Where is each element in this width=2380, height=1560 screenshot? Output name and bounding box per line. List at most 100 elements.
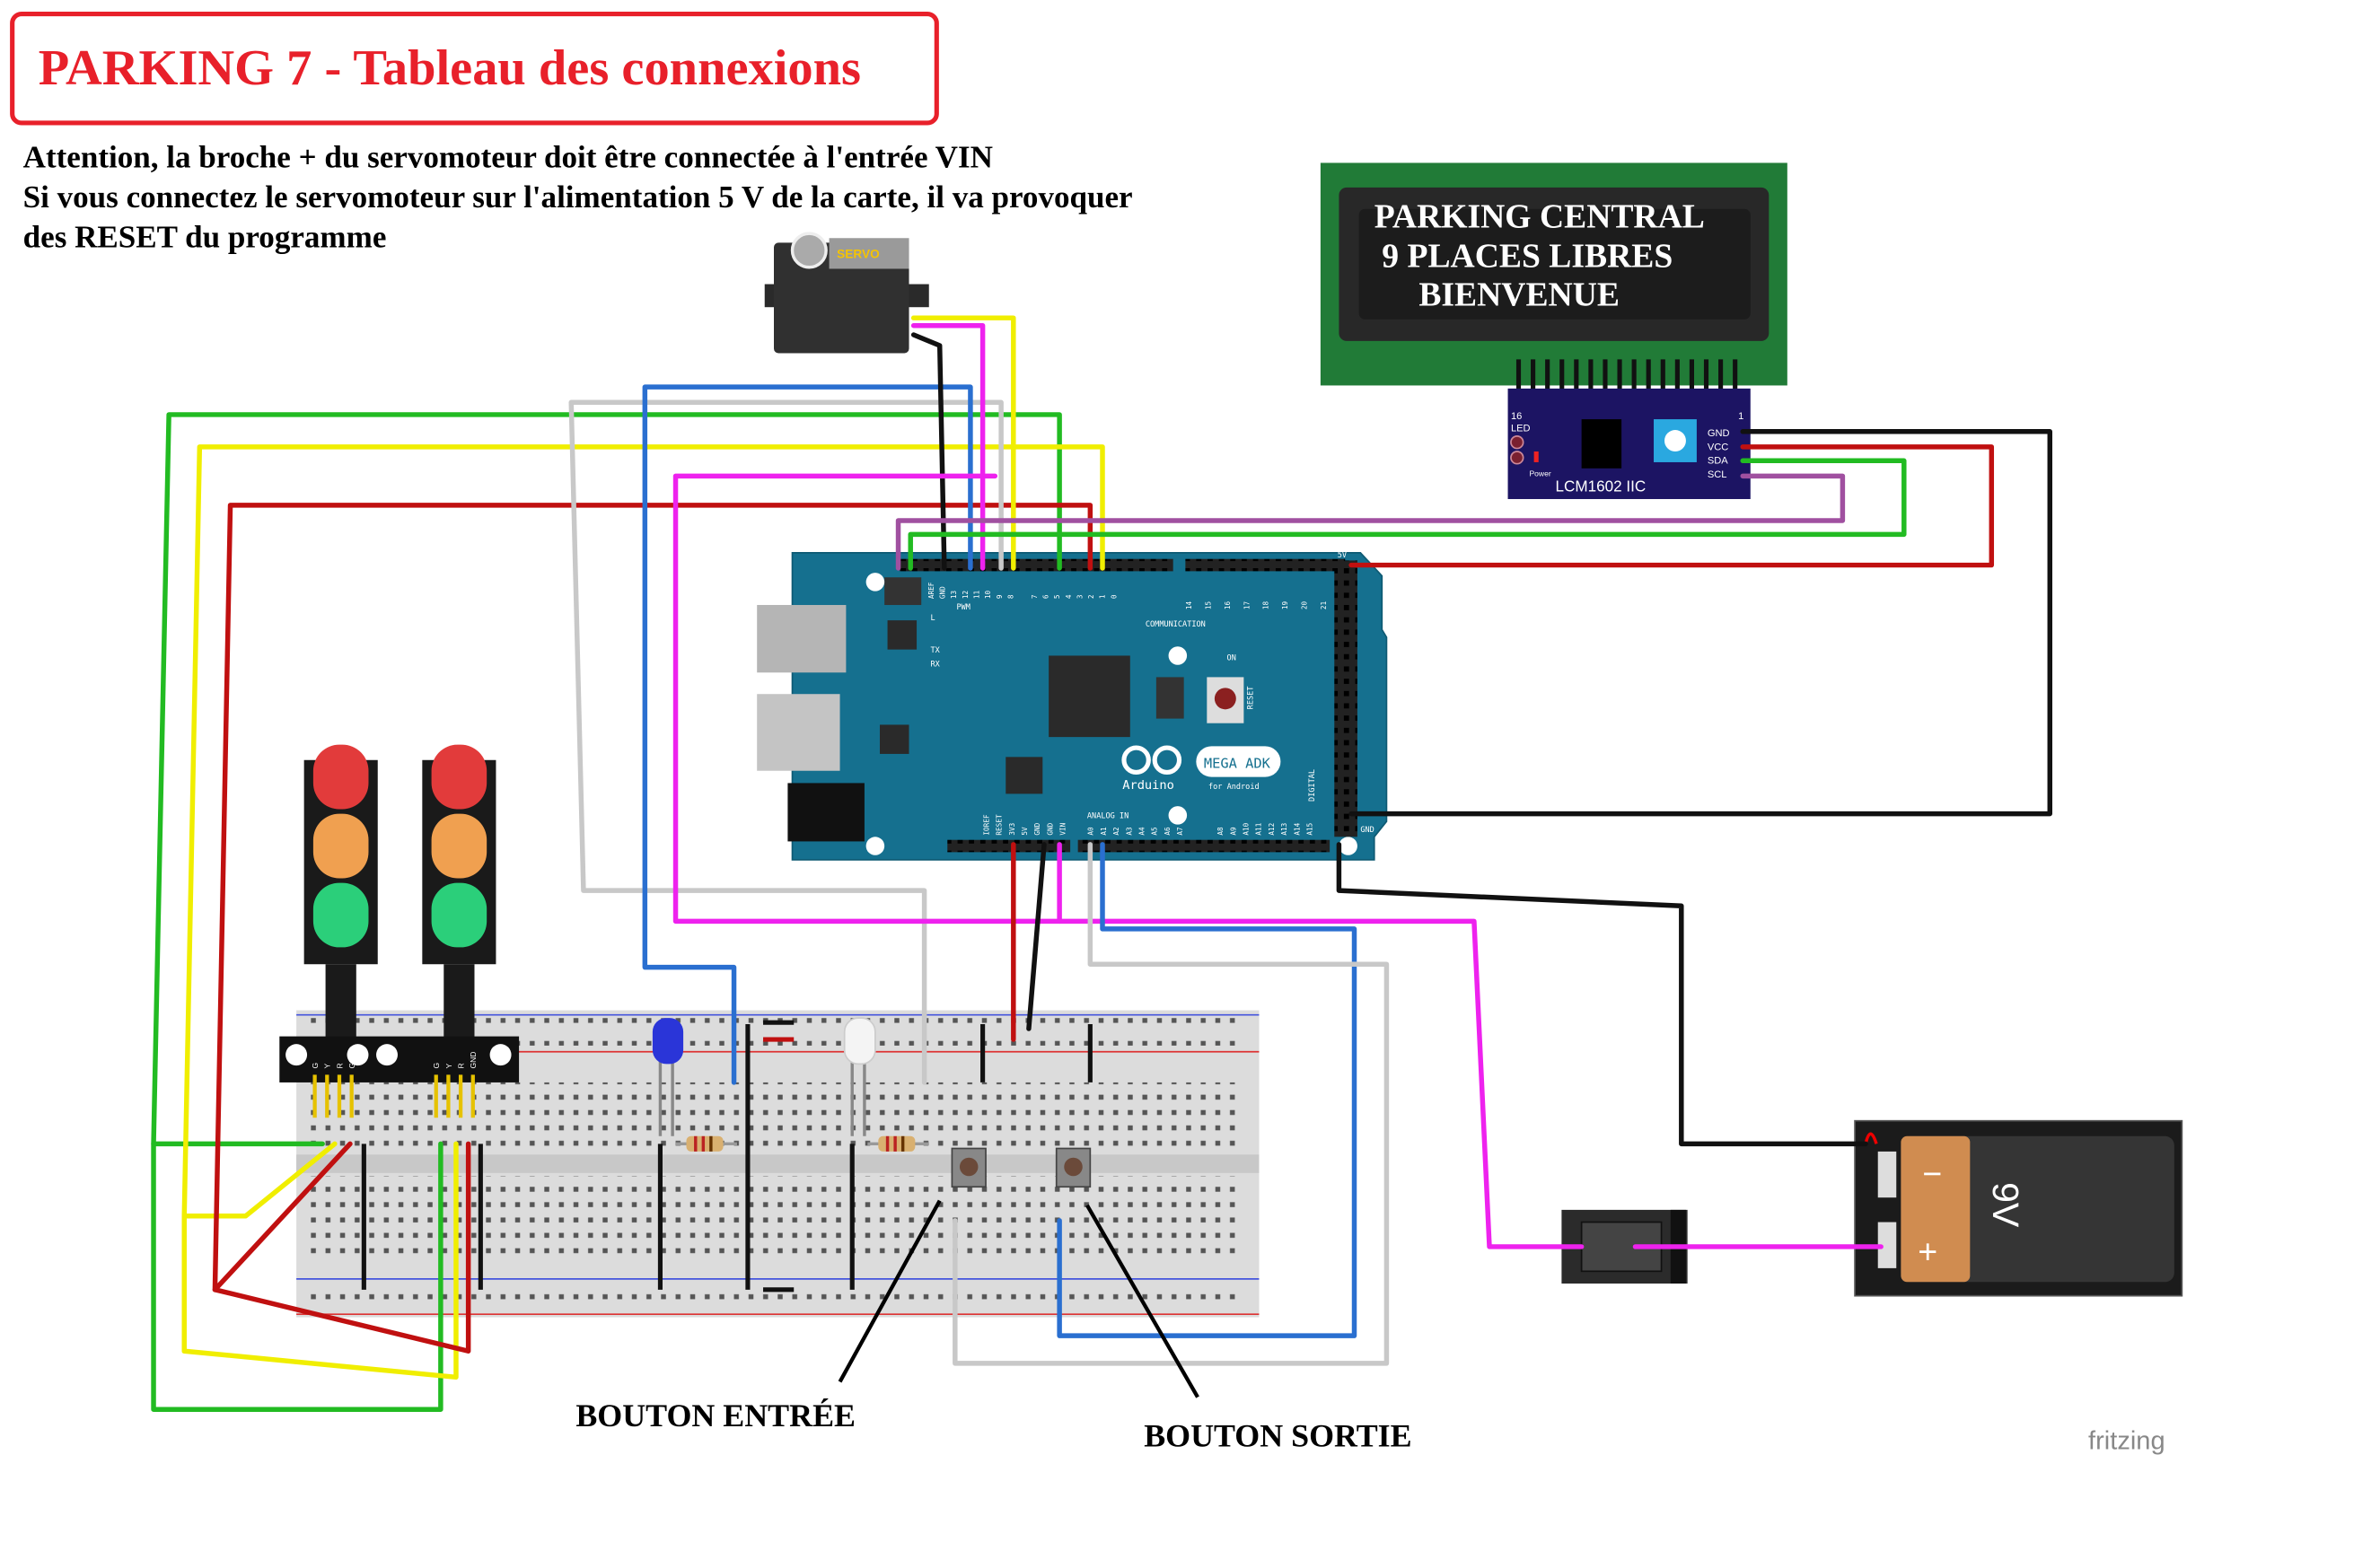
wire-magenta-switch (1057, 918, 1585, 1249)
pin-label: 14 (1185, 601, 1193, 610)
pin-label: 3 (1076, 594, 1084, 599)
pin-label: GND (1033, 822, 1041, 835)
pin-label: 1 (1099, 594, 1107, 599)
tl-pin-label: R (335, 1063, 344, 1068)
tl-pin-label: G (432, 1063, 441, 1069)
pin-label: A8 (1216, 827, 1225, 836)
wire-magenta-vin (672, 473, 1062, 925)
model-sub-label: for Android (1208, 783, 1260, 792)
wire-black-gnd (1026, 842, 1047, 1031)
resistor (867, 1135, 929, 1152)
green-led (431, 882, 487, 948)
pin-label: A1 (1100, 827, 1108, 836)
pin-label: A7 (1176, 827, 1184, 836)
entry-push-button[interactable] (951, 1147, 987, 1188)
reset-button[interactable] (1207, 677, 1244, 723)
note-line: Attention, la broche + du servomoteur do… (23, 140, 993, 175)
usb-a-port (757, 694, 840, 771)
lcd-line-2: 9 PLACES LIBRES (1382, 238, 1673, 276)
i2c-module: 16 1 LED Power LCM1602 IIC GND VCC SDA S… (1507, 388, 1751, 500)
power-label: Power (1529, 469, 1550, 478)
header-digital-top (900, 558, 1173, 572)
model-label: MEGA ADK (1204, 755, 1271, 771)
pin16-label: 16 (1511, 411, 1522, 422)
yellow-led (431, 813, 487, 879)
power-jack (787, 783, 865, 842)
scl-pin-label: SCL (1708, 469, 1727, 480)
pin-label: 3V3 (1008, 822, 1016, 835)
wire-yellow-tl (181, 1141, 338, 1219)
i2c-module-label: LCM1602 IIC (1556, 478, 1647, 495)
on-label: ON (1227, 654, 1236, 663)
pin-label: 21 (1320, 601, 1328, 610)
wire-servo-power (910, 323, 986, 571)
battery-label: 9V (1985, 1182, 2026, 1228)
exit-push-button[interactable] (1055, 1147, 1092, 1188)
yellow-led (312, 813, 369, 879)
wire-purple-lcd-scl (895, 473, 1846, 571)
pin-label: A10 (1242, 822, 1250, 835)
5v-label: 5V (1338, 551, 1347, 560)
servo-label: SERVO (837, 247, 880, 260)
rx-label: RX (930, 660, 940, 669)
header-digital-side (1334, 560, 1357, 837)
usb-b-port (757, 605, 847, 673)
analog-in-label: ANALOG IN (1087, 812, 1129, 821)
pin-label: A0 (1087, 827, 1095, 836)
wire-red-lcd-vcc (1348, 444, 1995, 568)
pin1-label: 1 (1738, 411, 1743, 422)
wire-red-tl (212, 1141, 471, 1354)
communication-label: COMMUNICATION (1146, 620, 1206, 629)
arduino-mega-adk: PWM COMMUNICATION TX RX L ON RESET ANALO… (757, 551, 1388, 861)
resistor (675, 1135, 737, 1152)
pin-label: 4 (1065, 594, 1073, 599)
led-label: LED (1511, 424, 1531, 434)
pin-label: 5 (1053, 594, 1061, 599)
traffic-light (303, 744, 378, 1041)
vcc-pin-label: VCC (1708, 442, 1728, 452)
red-led (312, 744, 369, 810)
annotations: BOUTON ENTRÉE BOUTON SORTIE fritzing (575, 1199, 2165, 1456)
fritzing-watermark: fritzing (2088, 1427, 2165, 1456)
pin-label: 9 (996, 594, 1004, 599)
pin-label: 8 (1006, 594, 1014, 599)
l-label: L (930, 614, 935, 623)
pin-label: 7 (1031, 594, 1039, 599)
pin-label: 12 (962, 591, 970, 599)
pin-label: A12 (1268, 823, 1276, 836)
pin-label: 11 (973, 591, 981, 600)
lcd-line-3: BIENVENUE (1418, 276, 1620, 314)
pin-label: 2 (1087, 595, 1095, 600)
pin-label: 13 (950, 591, 958, 600)
pin-label: A14 (1293, 822, 1301, 835)
pin-label: VIN (1059, 822, 1067, 835)
blue-led (652, 1018, 684, 1136)
pin-label: A9 (1229, 827, 1237, 836)
servo-motor: SERVO (764, 232, 929, 354)
wire-servo-signal (910, 315, 1016, 571)
wire-black-lcd-gnd (1348, 429, 2053, 817)
pin-label: A4 (1138, 827, 1146, 836)
wire-blue-led (642, 384, 973, 1085)
battery-9v: − + 9V (1854, 1119, 2183, 1297)
tl-pin-label: Y (444, 1064, 453, 1069)
green-led (312, 882, 369, 948)
tl-pin-label: R (457, 1063, 466, 1068)
lcd-display: PARKING CENTRAL 9 PLACES LIBRES BIENVENU… (1320, 162, 1787, 408)
red-led (431, 744, 487, 810)
pin-label: AREF (927, 582, 935, 599)
pin-label: 0 (1110, 594, 1118, 599)
pin-label: 18 (1262, 601, 1270, 610)
pin-label: 5V (1021, 827, 1029, 836)
wire-white-entry-button (953, 842, 1390, 1366)
pin-label: IOREF (982, 814, 990, 836)
pin-label: 17 (1243, 601, 1251, 610)
tl-pin-label: G (311, 1063, 320, 1069)
wire-blue-exit-button (1057, 842, 1357, 1338)
entry-button-label: BOUTON ENTRÉE (575, 1398, 856, 1433)
pin-label: A13 (1280, 822, 1288, 835)
tl-pin-label: GND (347, 1052, 356, 1069)
pin-label: A6 (1164, 827, 1172, 836)
